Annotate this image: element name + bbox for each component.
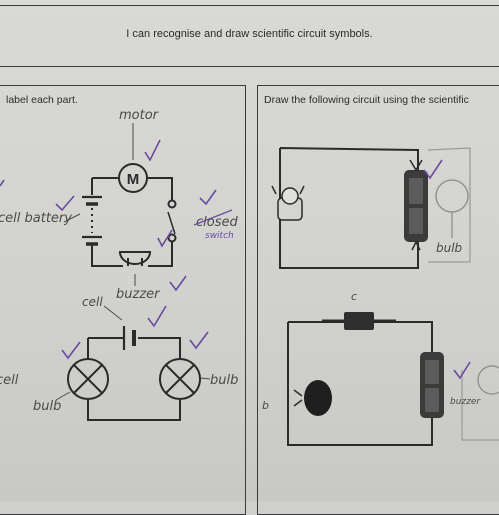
- tick-buzzer: [169, 275, 187, 292]
- label-switch: switch: [205, 231, 234, 241]
- pointer-cell: [103, 305, 123, 321]
- crossout-closed: [193, 209, 233, 226]
- circuit-one: [82, 163, 177, 267]
- pointer-bulb-right: [199, 377, 211, 380]
- switch-contact-bottom: [167, 233, 177, 243]
- teacher-ticks-left: [0, 139, 217, 360]
- buzzer-picture: [293, 380, 332, 416]
- label-motor: motor: [119, 108, 160, 123]
- tick-picture-one: [423, 159, 443, 180]
- label-c: c: [351, 290, 357, 303]
- label-buzzer: buzzer: [116, 287, 161, 302]
- tick-edge: [0, 179, 5, 187]
- circuit-two: [67, 326, 201, 421]
- pointer-battery: [63, 213, 81, 223]
- label-cell-left: cell: [0, 373, 19, 388]
- tick-picture-two: [453, 361, 471, 380]
- label-cell-battery: cell battery: [0, 211, 72, 226]
- bulb-symbol-left: [67, 358, 109, 400]
- tick-bulb-right: [189, 331, 209, 350]
- battery-holder-picture: [404, 159, 428, 251]
- title-box: [0, 5, 499, 67]
- picture-circuit-two: c b buzzer: [262, 290, 499, 446]
- picture-circuit-one: bulb: [271, 147, 471, 269]
- label-b: b: [262, 399, 269, 412]
- label-buzzer-right: buzzer: [450, 397, 481, 407]
- label-closed: closed: [196, 215, 238, 230]
- switch-contact-top: [167, 199, 177, 209]
- label-cell-top: cell: [82, 295, 103, 309]
- label-bulb-top-right: bulb: [436, 241, 463, 255]
- left-panel-heading: label each part.: [6, 94, 78, 106]
- label-bulb-left: bulb: [33, 399, 61, 414]
- tick-cell: [147, 305, 167, 328]
- tick-switch: [157, 229, 173, 248]
- bulb-holder-picture: [271, 185, 305, 221]
- pencil-sketch-two: [477, 365, 499, 395]
- page-title: I can recognise and draw scientific circ…: [126, 28, 373, 40]
- label-bulb-right-text: bulb: [210, 373, 238, 388]
- motor-letter: M: [127, 171, 140, 188]
- buzzer-symbol: [118, 251, 152, 265]
- pointer-bulb-left: [55, 391, 71, 401]
- tick-motor: [144, 139, 161, 162]
- bulb-symbol-right: [159, 358, 201, 400]
- circuits-drawing: M motor cell battery closed: [0, 108, 499, 446]
- battery-holder-picture-two: [420, 352, 444, 418]
- motor-symbol: [118, 163, 148, 193]
- tick-closed: [199, 189, 217, 206]
- tick-bulb-left: [61, 341, 81, 360]
- switch-picture: [322, 312, 396, 330]
- pencil-bulb-sketch: [435, 179, 469, 213]
- tick-battery: [55, 195, 75, 212]
- right-panel-heading: Draw the following circuit using the sci…: [264, 94, 469, 106]
